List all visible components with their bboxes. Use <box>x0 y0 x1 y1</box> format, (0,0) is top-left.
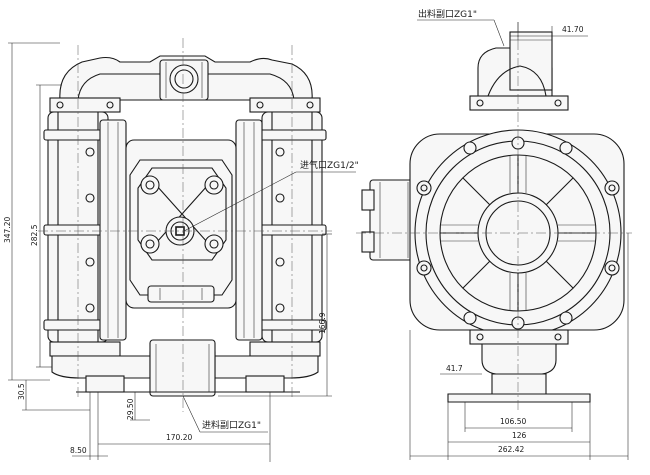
side-view: 出料副口ZG1" 41.70 41.7 106.50 126 262.42 <box>356 8 632 460</box>
top-manifold <box>49 55 321 113</box>
left-chamber-column <box>43 111 127 343</box>
air-inlet-label: 进气口ZG1/2" <box>300 159 359 171</box>
right-chamber-column <box>235 111 327 343</box>
dim-30-5: 30.5 <box>17 383 26 400</box>
bottom-manifold <box>49 339 321 397</box>
outlet-neck <box>469 31 569 111</box>
dim-41-70: 41.70 <box>562 25 584 34</box>
center-air-valve <box>125 139 237 309</box>
dim-166-9: 166.9 <box>318 312 327 334</box>
dim-262-42: 262.42 <box>498 445 524 454</box>
dim-282-5: 282.5 <box>30 224 39 246</box>
dim-106-50: 106.50 <box>500 417 526 426</box>
front-horizontal-dimensions: 8.50 170.20 <box>70 392 271 462</box>
dim-347-20: 347.20 <box>3 217 12 243</box>
dim-170-20: 170.20 <box>166 433 192 442</box>
outlet-label: 出料副口ZG1" <box>418 8 477 20</box>
side-air-block <box>361 179 419 261</box>
front-view: 进气口ZG1/2" 进料副口ZG1" 347.20 282.5 30.5 166… <box>3 38 359 462</box>
dim-8-50: 8.50 <box>70 446 87 455</box>
inlet-label: 进料副口ZG1" <box>202 419 261 431</box>
side-base <box>447 329 591 403</box>
dim-29-50: 29.50 <box>126 398 135 420</box>
dim-41-7: 41.7 <box>446 364 463 373</box>
front-vertical-dimensions: 347.20 282.5 30.5 166.9 29.50 <box>3 42 332 421</box>
dim-126: 126 <box>512 431 527 440</box>
